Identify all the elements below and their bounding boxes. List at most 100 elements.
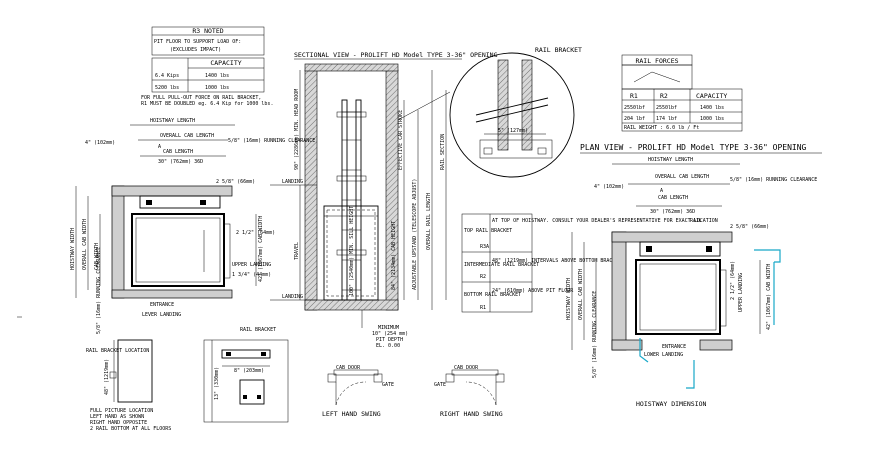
lp-dim-a: A (158, 144, 161, 150)
rp-dim-5-8: 5/8" (16mm) RUNNING CLEARANCE (730, 177, 817, 183)
lp-wall-top (111, 185, 233, 197)
rp-cab (635, 259, 721, 335)
rail-forces-r1c2: 2550lbf (656, 105, 677, 111)
rb-dim-13: 13" (330mm) (214, 367, 220, 400)
sectional-view: SECTIONAL VIEW - PROLIFT HD Model TYPE 3… (270, 51, 498, 349)
right-plan-view: HOISTWAY LENGTH OVERALL CAB LENGTH CAB L… (566, 157, 817, 408)
rp-upper-landing: UPPER LANDING (738, 273, 744, 312)
lp-wall-left (111, 185, 125, 299)
rp-dim-2-5-8: 2 5/8" (66mm) (730, 224, 769, 230)
rp-dim-30: 30" (762mm) 36D (650, 209, 695, 215)
rail-forces-r1c1: 2550lbf (624, 105, 645, 111)
rp-entrance: ENTRANCE (662, 344, 686, 350)
lp-dim-30: 30" (762mm) 36D (158, 159, 203, 165)
rp-lower-door-left (639, 338, 649, 363)
cab-height-label: 84" (2134mm) CAB HEIGHT (391, 221, 397, 290)
right-hand-swing-label: RIGHT HAND SWING (440, 410, 503, 418)
rt-int-desc: 48" (1219mm) INTERVALS ABOVE BOTTOM BRAC… (492, 258, 621, 264)
rail-forces-r2c3: 1000 lbs (700, 116, 724, 122)
r3-row2-a: 5200 lbs (155, 85, 179, 91)
pit-depth-1: 10" (254 mm) (372, 331, 408, 337)
rail-forces-r2c2: 174 lbf (656, 116, 677, 122)
rail-forces-table: RAIL FORCES R1 R2 CAPACITY 2550lbf 2550l… (621, 54, 743, 132)
rt-int-label: INTERMEDIATE RAIL BRACKET (464, 262, 539, 268)
sd-dim: 48" (1219mm) (104, 359, 110, 395)
rp-cab-width: OVERALL CAB WIDTH (578, 269, 584, 320)
effective-car-label: EFFECTIVE CAR STROKE (398, 110, 404, 170)
overall-rail-label: OVERALL RAIL LENGTH (426, 193, 432, 250)
rail-bracket-dim-5: 5" (127mm) (498, 128, 528, 134)
lp-dim-4in: 4" (102mm) (85, 140, 115, 146)
rail-forces-r2c1: 204 lbf (624, 116, 645, 122)
lp-overall-cab: OVERALL CAB LENGTH (160, 133, 214, 139)
r3-note-table: R3 NOTED PIT FLOOR TO SUPPORT LOAD OF: (… (141, 26, 273, 107)
lhs-door: CAB DOOR (336, 365, 361, 371)
landing-upper: LANDING (282, 179, 303, 185)
rail-forces-title: RAIL FORCES (635, 57, 678, 65)
detail-circle (449, 52, 575, 178)
shaft-ceiling (304, 63, 399, 72)
rail-location-detail: RAIL BRACKET LOCATION 48" (1219mm) FULL … (86, 339, 171, 432)
rail-bracket-title: RAIL BRACKET (535, 46, 582, 54)
rt-bot-desc: 24" (610mm) ABOVE PIT FLOOR (492, 288, 574, 294)
rp-dim-4in: 4" (102mm) (594, 184, 624, 190)
left-hand-swing-label: LEFT HAND SWING (322, 410, 381, 418)
lp-hoistway-width: HOISTWAY WIDTH (70, 228, 76, 270)
rhs-gate: GATE (434, 382, 446, 388)
r3-capacity-header: CAPACITY (210, 59, 241, 67)
rp-upper-door (754, 249, 781, 263)
r3-row1-b: 1400 lbs (205, 73, 229, 79)
rt-top-label: TOP RAIL BRACKET (464, 228, 512, 234)
lp-upper-landing: UPPER LANDING (232, 262, 271, 268)
adjustable-label: ADJUSTABLE UPSTAND (TELESCOPE ADJUST) (412, 179, 418, 290)
rail-section-label: RAIL SECTION (440, 134, 446, 170)
lhs-gate: GATE (382, 382, 394, 388)
lp-dim-2-1-2: 2 1/2" (64mm) (236, 230, 275, 236)
rb-title: RAIL BRACKET (240, 327, 276, 333)
lp-dim-1-3-4: 1 3/4" (44mm) (232, 272, 271, 278)
rail-forces-r1c3: 1400 lbs (700, 105, 724, 111)
rp-cab-length: CAB LENGTH (658, 195, 688, 201)
sd-line3: RIGHT HAND OPPOSITE (90, 420, 147, 426)
landing-lower: LANDING (282, 294, 303, 300)
rp-wall-left (611, 231, 627, 351)
r3-footer2: R1 MUST BE DOUBLED eg. 6.4 Kip for 1000 … (141, 101, 273, 107)
lp-dim-2-5-8: 2 5/8" (66mm) (216, 179, 255, 185)
lp-cab (131, 213, 225, 287)
sd-line1: FULL PICTURE LOCATION (90, 408, 153, 414)
rt-bot-label: BOTTOM RAIL BRACKET (464, 292, 521, 298)
rt-top-code: R3A (480, 244, 489, 250)
overhead-label: 90" (2286mm) MIN. HEAD ROOM (294, 89, 300, 170)
rp-overall-cab: OVERALL CAB LENGTH (655, 174, 709, 180)
rp-dim-2-1-2: 2 1/2" (64mm) (730, 261, 736, 300)
rp-dim-42: 42" (1067mm) CAB WIDTH (766, 264, 772, 330)
pit-depth-2: PIT DEPTH (376, 337, 403, 343)
r3-footer1: FOR FULL PULL-OUT FORCE ON RAIL BRACKET, (141, 95, 261, 101)
rail-forces-h2: R2 (660, 92, 668, 100)
rail-weight: RAIL WEIGHT : 6.0 lb / Ft (624, 125, 699, 131)
r3-note-title: R3 NOTED (192, 27, 223, 35)
rp-dim-a: A (660, 188, 663, 194)
rhs-door: CAB DOOR (454, 365, 479, 371)
rail-bracket-detail: RAIL BRACKET 5" (127mm) (397, 46, 582, 178)
lp-dim-42: 42" (1067mm) CAB WIDTH (258, 216, 264, 282)
shaft-wall-left (304, 69, 318, 311)
sectional-title: SECTIONAL VIEW - PROLIFT HD Model TYPE 3… (294, 51, 498, 59)
r3-note-line1: PIT FLOOR TO SUPPORT LOAD OF: (154, 39, 241, 45)
lp-cab-length: CAB LENGTH (163, 149, 193, 155)
right-hand-swing: CAB DOOR GATE RIGHT HAND SWING (434, 365, 505, 418)
shaft-pit (304, 299, 399, 311)
r3-note-line2: (EXCLUDES IMPACT) (170, 47, 221, 53)
lp-cab-width-label: CAB WIDTH (94, 243, 100, 270)
rp-rail: RAIL (690, 218, 702, 224)
rail-forces-h3: CAPACITY (696, 92, 727, 100)
lp-entrance: ENTRANCE (150, 302, 174, 308)
travel-label: TRAVEL (294, 242, 300, 260)
sill-height-label: 100" (2540mm) MIN. SILL HEIGHT (349, 206, 355, 296)
rp-hoistway-width: HOISTWAY WIDTH (566, 278, 572, 320)
rb-dim-8: 8" (203mm) (234, 368, 264, 374)
sd-line2: LEFT HAND AS SHOWN (90, 414, 144, 420)
lp-wall-bottom (111, 289, 233, 299)
